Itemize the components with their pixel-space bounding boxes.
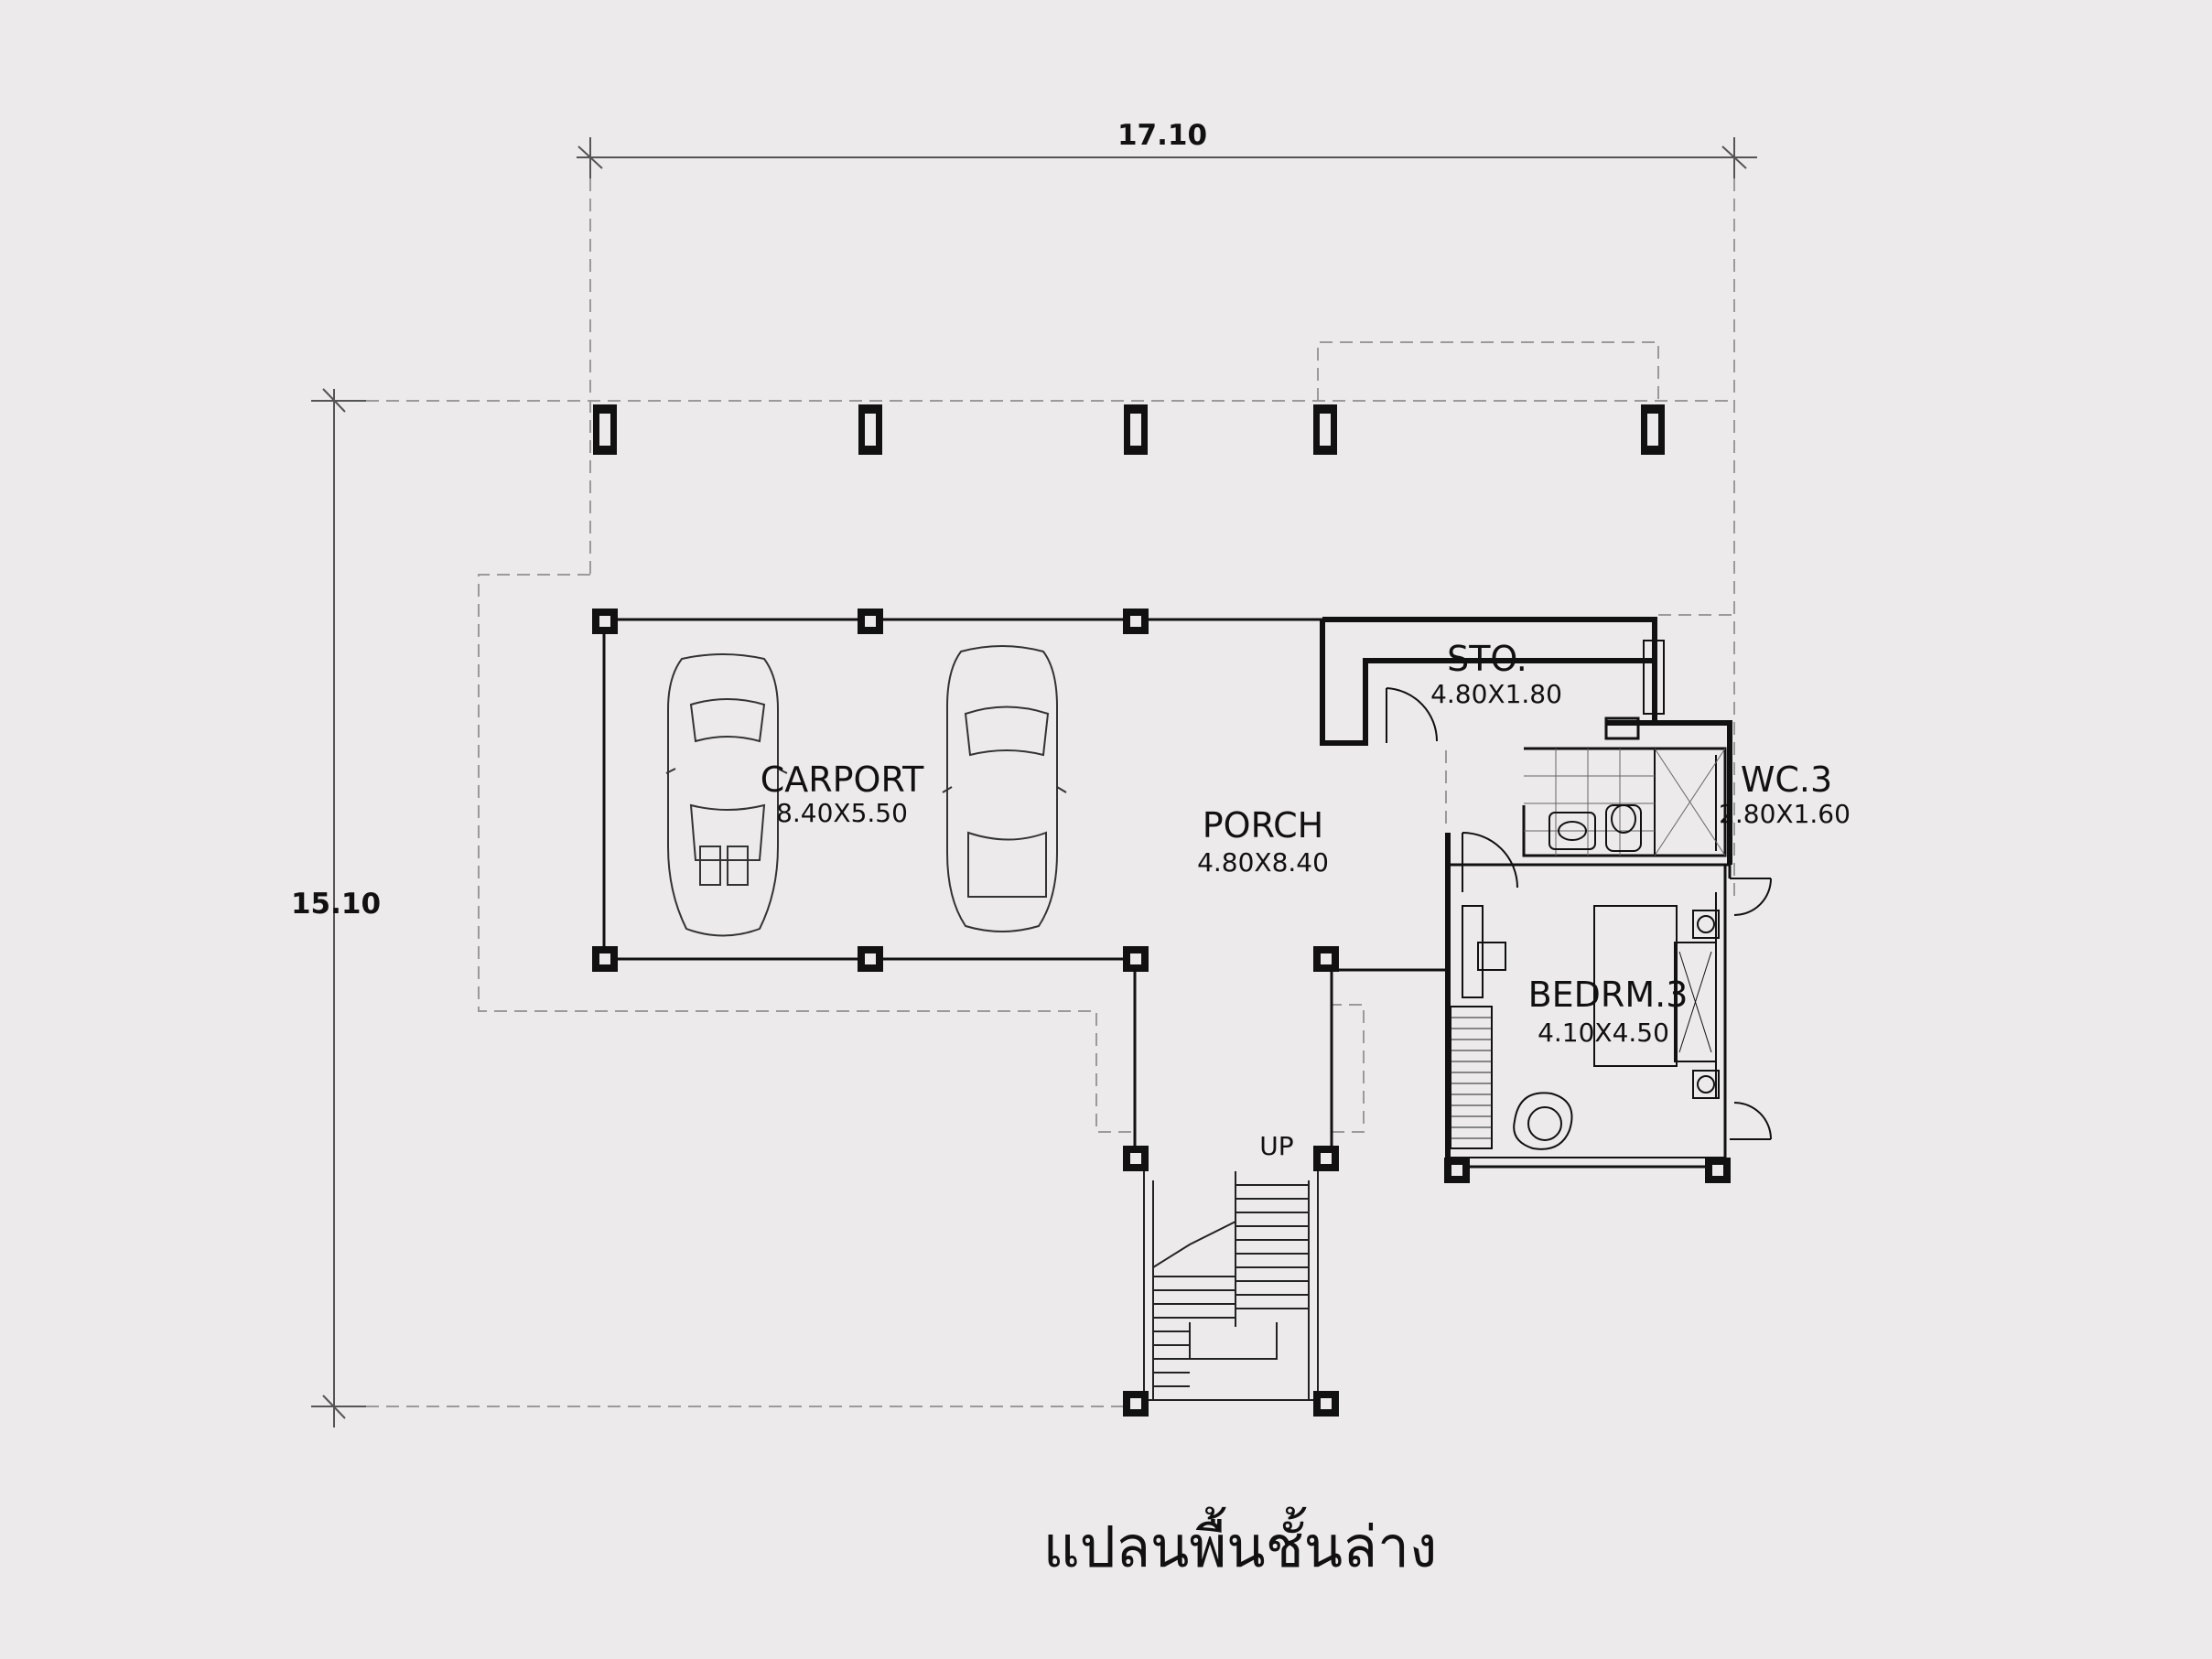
- wc-size: 2.80X1.60: [1719, 799, 1851, 829]
- dimension-lines: [311, 137, 1757, 1427]
- bedroom-label: BEDRM.3: [1528, 975, 1689, 1015]
- car-right: [942, 645, 1067, 932]
- wc-label: WC.3: [1741, 759, 1832, 800]
- stair: [1143, 1171, 1319, 1401]
- bedroom-size: 4.10X4.50: [1538, 1018, 1669, 1048]
- stair-up-label: UP: [1259, 1131, 1293, 1161]
- column-tall: [593, 404, 1665, 455]
- width-dimension: 17.10: [1117, 119, 1207, 152]
- storage-label: STO.: [1447, 639, 1527, 679]
- columns: [592, 404, 1731, 1417]
- dashed-outlines: [366, 178, 1735, 1407]
- column-square: [592, 609, 1731, 1417]
- car-left: [665, 653, 788, 937]
- porch-size: 4.80X8.40: [1197, 847, 1329, 878]
- porch-label: PORCH: [1203, 805, 1323, 846]
- plan-caption: แปลนพื้นชั้นล่าง: [1043, 1506, 1438, 1580]
- storage-size: 4.80X1.80: [1430, 679, 1562, 709]
- depth-dimension: 15.10: [291, 888, 381, 921]
- carport-size: 8.40X5.50: [776, 798, 908, 828]
- carport-label: CARPORT: [761, 759, 924, 800]
